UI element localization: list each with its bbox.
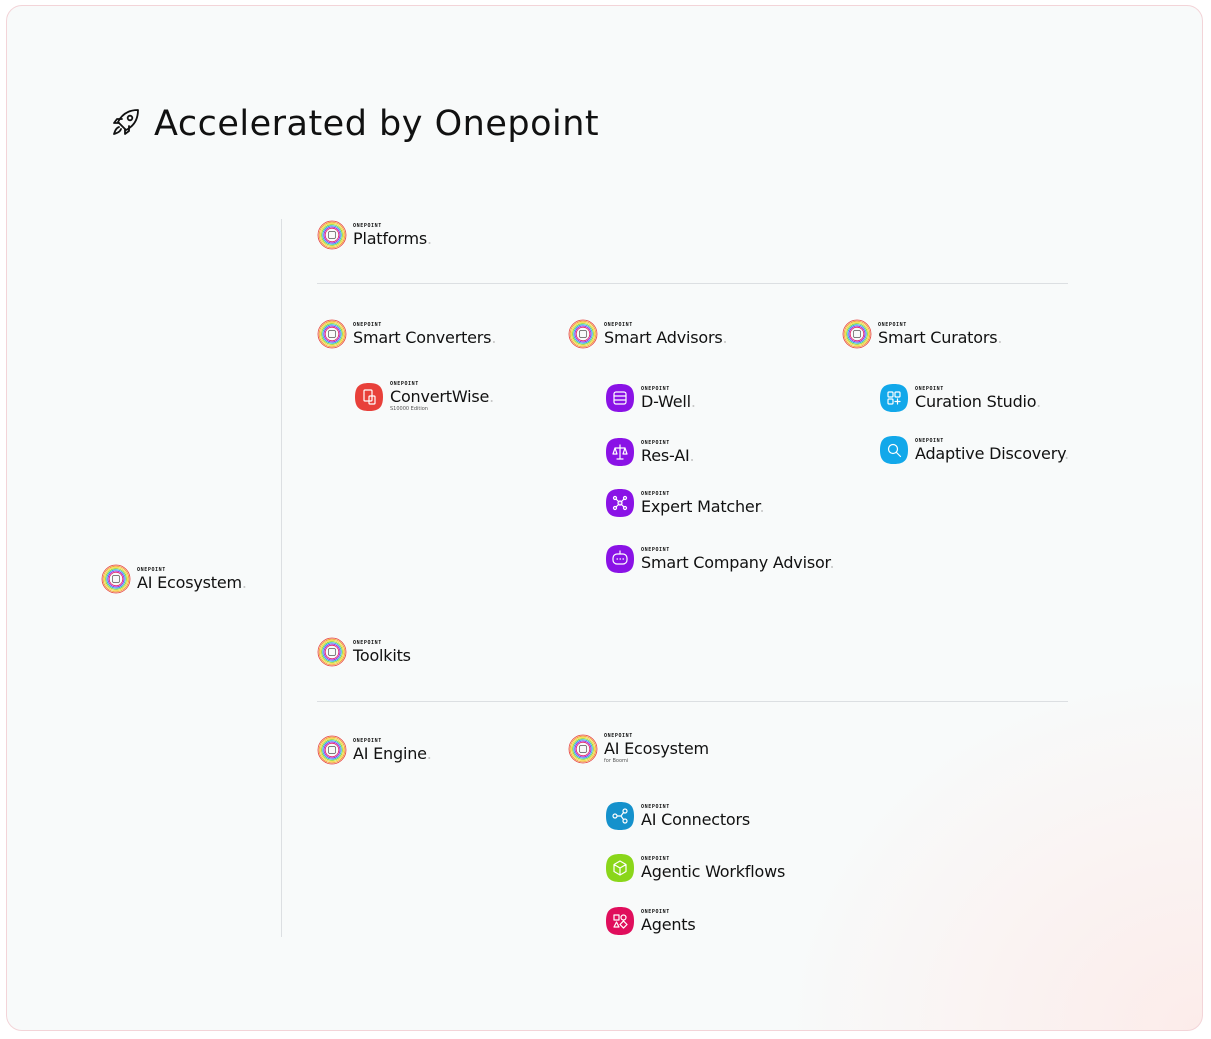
onepoint-rainbow-logo-icon bbox=[841, 318, 873, 350]
brand-label: ONEPOINT bbox=[641, 855, 670, 862]
node-ai-ecosystem-root[interactable]: ONEPOINT AI Ecosystem. bbox=[100, 563, 247, 595]
onepoint-rainbow-logo-icon bbox=[567, 318, 599, 350]
section-divider bbox=[317, 701, 1068, 702]
product-res-ai[interactable]: ONEPOINT Res-AI. bbox=[604, 436, 695, 468]
onepoint-rainbow-logo-icon bbox=[100, 563, 132, 595]
product-subtitle: S10000 Edition bbox=[390, 406, 428, 412]
node-label: AI Ecosystem bbox=[604, 739, 709, 758]
product-label: Res-AI bbox=[641, 445, 690, 465]
product-label: ConvertWise bbox=[390, 387, 490, 406]
brand-label: ONEPOINT bbox=[878, 321, 907, 328]
node-toolkits[interactable]: ONEPOINT Toolkits bbox=[316, 636, 411, 668]
card-background bbox=[6, 5, 1203, 1031]
product-label: Smart Company Advisor bbox=[641, 552, 830, 572]
node-label: AI Engine bbox=[353, 743, 427, 763]
scales-icon bbox=[604, 436, 636, 468]
connectors-icon bbox=[604, 800, 636, 832]
product-d-well[interactable]: ONEPOINT D-Well. bbox=[604, 382, 696, 414]
brand-label: ONEPOINT bbox=[641, 490, 670, 497]
product-label: Agents bbox=[641, 914, 696, 934]
onepoint-rainbow-logo-icon bbox=[316, 318, 348, 350]
chat-bot-icon bbox=[604, 543, 636, 575]
node-smart-advisors[interactable]: ONEPOINT Smart Advisors. bbox=[567, 318, 728, 350]
product-label: D-Well bbox=[641, 391, 691, 411]
onepoint-rainbow-logo-icon bbox=[316, 219, 348, 251]
product-adaptive-discovery[interactable]: ONEPOINT Adaptive Discovery. bbox=[878, 434, 1069, 466]
product-agents[interactable]: ONEPOINT Agents bbox=[604, 905, 696, 937]
node-label: Toolkits bbox=[353, 645, 411, 665]
brand-label: ONEPOINT bbox=[353, 639, 382, 646]
tree-connector-line bbox=[281, 219, 282, 937]
brand-label: ONEPOINT bbox=[641, 439, 670, 446]
page-title: Accelerated by Onepoint bbox=[154, 104, 600, 144]
curation-icon bbox=[878, 382, 910, 414]
node-label: Smart Advisors bbox=[604, 327, 723, 347]
onepoint-rainbow-logo-icon bbox=[567, 733, 599, 765]
shapes-icon bbox=[604, 905, 636, 937]
node-label: AI Ecosystem bbox=[137, 572, 242, 592]
brand-label: ONEPOINT bbox=[137, 566, 166, 573]
cube-icon bbox=[604, 852, 636, 884]
node-label: Smart Curators bbox=[878, 327, 998, 347]
product-smart-company-advisor[interactable]: ONEPOINT Smart Company Advisor. bbox=[604, 543, 835, 575]
onepoint-rainbow-logo-icon bbox=[316, 636, 348, 668]
document-icon bbox=[353, 381, 385, 413]
search-icon bbox=[878, 434, 910, 466]
product-convertwise[interactable]: ONEPOINT ConvertWise. S10000 Edition bbox=[353, 381, 494, 413]
rocket-icon bbox=[110, 106, 142, 142]
node-ai-engine[interactable]: ONEPOINT AI Engine. bbox=[316, 734, 432, 766]
product-label: AI Connectors bbox=[641, 809, 751, 829]
product-label: Expert Matcher bbox=[641, 496, 760, 516]
brand-label: ONEPOINT bbox=[390, 381, 419, 387]
product-ai-connectors[interactable]: ONEPOINT AI Connectors bbox=[604, 800, 750, 832]
brand-label: ONEPOINT bbox=[915, 385, 944, 392]
section-divider bbox=[317, 283, 1068, 284]
database-icon bbox=[604, 382, 636, 414]
brand-label: ONEPOINT bbox=[641, 908, 670, 915]
brand-label: ONEPOINT bbox=[604, 733, 633, 739]
network-icon bbox=[604, 487, 636, 519]
brand-label: ONEPOINT bbox=[641, 546, 670, 553]
product-label: Adaptive Discovery bbox=[915, 443, 1065, 463]
product-label: Agentic Workflows bbox=[641, 861, 786, 881]
brand-label: ONEPOINT bbox=[915, 437, 944, 444]
product-label: Curation Studio bbox=[915, 391, 1037, 411]
node-ai-ecosystem-boomi[interactable]: ONEPOINT AI Ecosystem for Boomi bbox=[567, 733, 709, 765]
product-expert-matcher[interactable]: ONEPOINT Expert Matcher. bbox=[604, 487, 765, 519]
brand-label: ONEPOINT bbox=[353, 321, 382, 328]
node-smart-curators[interactable]: ONEPOINT Smart Curators. bbox=[841, 318, 1002, 350]
brand-label: ONEPOINT bbox=[641, 803, 670, 810]
product-agentic-workflows[interactable]: ONEPOINT Agentic Workflows bbox=[604, 852, 785, 884]
brand-label: ONEPOINT bbox=[353, 737, 382, 744]
brand-label: ONEPOINT bbox=[641, 385, 670, 392]
brand-label: ONEPOINT bbox=[604, 321, 633, 328]
node-label: Platforms bbox=[353, 228, 428, 248]
page-header: Accelerated by Onepoint bbox=[110, 100, 599, 148]
node-label: Smart Converters bbox=[353, 327, 492, 347]
onepoint-rainbow-logo-icon bbox=[316, 734, 348, 766]
node-platforms[interactable]: ONEPOINT Platforms. bbox=[316, 219, 432, 251]
node-subtitle: for Boomi bbox=[604, 758, 629, 764]
product-curation-studio[interactable]: ONEPOINT Curation Studio. bbox=[878, 382, 1041, 414]
brand-label: ONEPOINT bbox=[353, 222, 382, 229]
node-smart-converters[interactable]: ONEPOINT Smart Converters. bbox=[316, 318, 496, 350]
